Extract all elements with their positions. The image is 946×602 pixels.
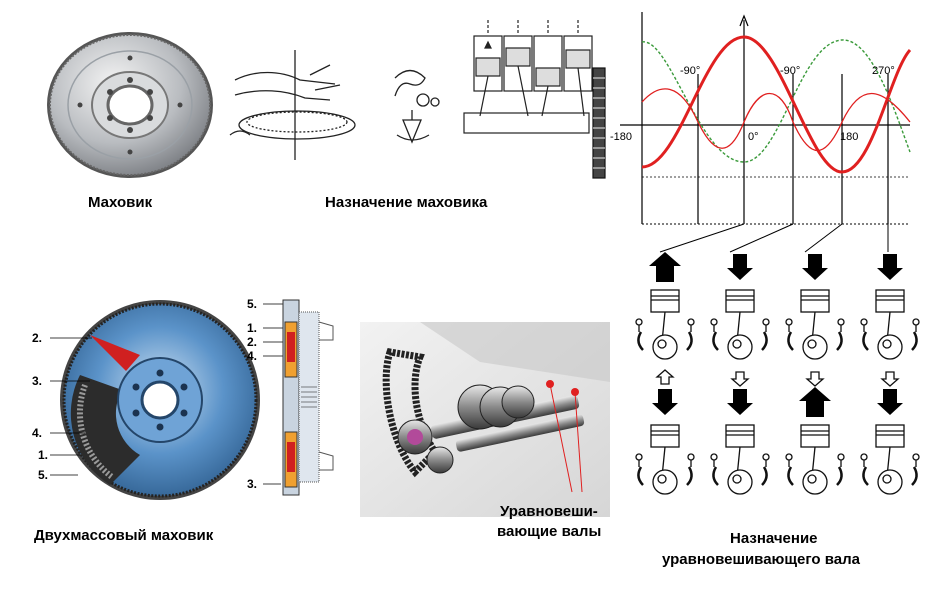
callout-section-1: 1. xyxy=(247,321,257,335)
piston-diagrams xyxy=(625,252,935,517)
dual-mass-section-image: 5. 1. 2. 4. 3. xyxy=(245,292,345,502)
arrow-down-icon xyxy=(805,371,825,387)
piston-cell xyxy=(710,389,770,495)
arrow-down-icon xyxy=(730,371,750,387)
callout-left-1: 1. xyxy=(38,448,48,462)
callout-left-5: 5. xyxy=(38,468,48,482)
callout-left-3: 3. xyxy=(32,374,42,388)
callout-section-2: 2. xyxy=(247,335,257,349)
tick-zero: 0° xyxy=(748,131,759,143)
arrow-up-icon xyxy=(655,369,675,385)
caption-balance-purpose-2: уравновешивающего вала xyxy=(662,551,860,568)
piston-cell xyxy=(860,389,920,495)
callout-section-4: 4. xyxy=(247,349,257,363)
tick-minus90-b: -90° xyxy=(780,65,800,77)
balance-wave-chart: -90° -90° 270° -180 0° 180 xyxy=(610,12,940,253)
piston-cell xyxy=(635,389,695,495)
tick-270: 270° xyxy=(872,65,895,77)
balance-shafts-image xyxy=(360,322,610,517)
piston-cell xyxy=(785,254,845,360)
piston-cell xyxy=(635,252,695,360)
callout-left-2: 2. xyxy=(32,331,42,345)
engine-cylinders-sketch xyxy=(460,18,610,179)
tick-minus180: -180 xyxy=(610,131,632,143)
tick-minus90-a: -90° xyxy=(680,65,700,77)
caption-dual-mass: Двухмассовый маховик xyxy=(34,527,214,544)
arrow-down-icon xyxy=(880,371,900,387)
caption-flywheel-purpose: Назначение маховика xyxy=(325,194,488,211)
piston-cell xyxy=(860,254,920,360)
piston-cell xyxy=(710,254,770,360)
callout-section-5: 5. xyxy=(247,297,257,311)
tick-180: 180 xyxy=(840,131,858,143)
flywheel-image xyxy=(45,30,215,180)
piston-cell xyxy=(785,387,845,495)
flywheel-purpose-sketch xyxy=(225,40,465,170)
callout-left-4: 4. xyxy=(32,426,42,440)
caption-balance-shafts-1: Уравновеши- xyxy=(500,503,598,520)
callout-section-3: 3. xyxy=(247,477,257,491)
caption-flywheel: Маховик xyxy=(88,194,153,211)
dual-mass-flywheel-image: 2. 3. 4. 1. 5. xyxy=(30,295,260,510)
caption-balance-shafts-2: вающие валы xyxy=(497,523,602,540)
caption-balance-purpose-1: Назначение xyxy=(730,530,818,547)
